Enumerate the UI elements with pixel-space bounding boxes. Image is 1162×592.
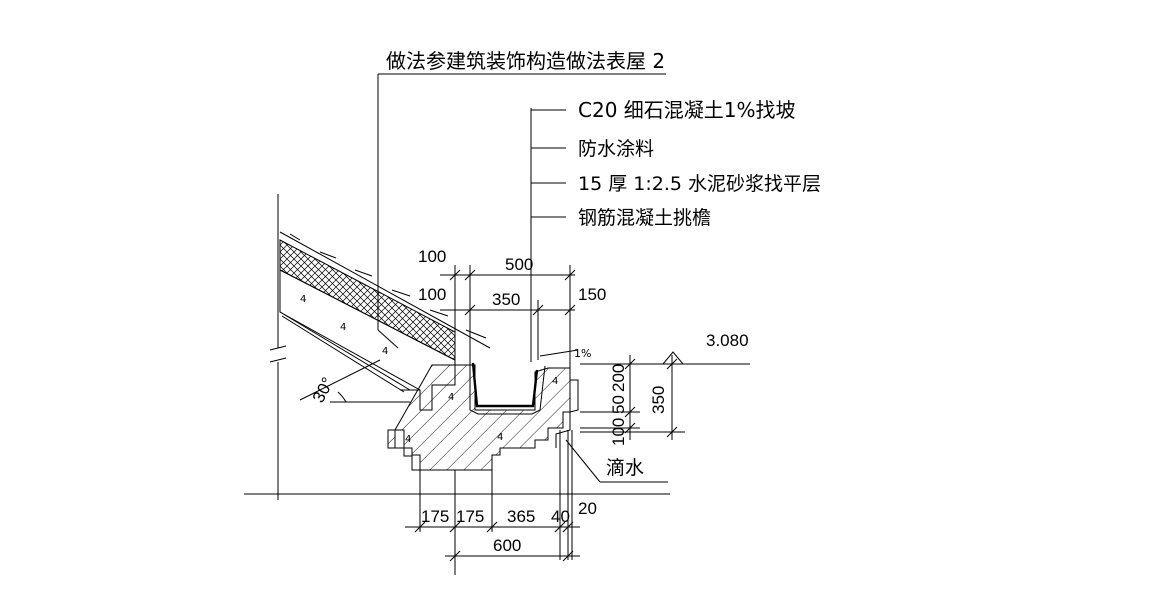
dim-right-100: 100 [609, 418, 628, 446]
dim-right-200: 200 [609, 364, 628, 392]
layer-note-1: C20 细石混凝土1%找坡 [578, 98, 796, 122]
layer-callout-leader [530, 108, 566, 362]
dim-slope: 1% [574, 347, 591, 360]
angle-marker [299, 359, 410, 403]
layer-note-2: 防水涂料 [578, 138, 654, 160]
dim-elevation: 3.080 [706, 331, 749, 350]
dim-top-500: 500 [505, 255, 533, 274]
svg-text:4: 4 [552, 376, 558, 387]
dim-top-100-b: 100 [418, 285, 446, 304]
top-dimension-lines [440, 265, 579, 368]
reference-leader [377, 73, 666, 349]
dim-right-350: 350 [649, 386, 668, 414]
drip-note: 滴水 [606, 457, 644, 479]
svg-text:4: 4 [340, 322, 346, 333]
dim-top-150: 150 [578, 285, 606, 304]
reference-note: 做法参建筑装饰构造做法表屋 2 [386, 49, 665, 73]
gutter-concrete-body: 4 4 4 4 [387, 360, 579, 494]
dim-bottom-175-a: 175 [421, 507, 449, 526]
svg-text:4: 4 [300, 294, 306, 305]
wall-and-ground-lines [244, 194, 670, 500]
dim-right-50: 50 [609, 395, 628, 414]
dim-bottom-20: 20 [578, 499, 597, 518]
bottom-dimension-lines [405, 430, 580, 575]
dim-bottom-365: 365 [507, 507, 535, 526]
sloped-roof-tiles: 4 4 4 [279, 231, 491, 411]
layer-note-4: 钢筋混凝土挑檐 [578, 207, 711, 229]
layer-note-3: 15 厚 1:2.5 水泥砂浆找平层 [578, 173, 821, 195]
svg-text:4: 4 [405, 434, 411, 445]
dim-angle: 30° [309, 374, 338, 406]
svg-text:4: 4 [497, 432, 503, 443]
dim-bottom-175-b: 175 [456, 507, 484, 526]
svg-text:4: 4 [448, 392, 454, 403]
dim-bottom-40: 40 [551, 507, 570, 526]
dim-top-100-a: 100 [418, 247, 446, 266]
right-dimension-lines [580, 351, 750, 440]
svg-text:4: 4 [382, 346, 388, 357]
dim-bottom-600: 600 [493, 536, 521, 555]
dim-top-350: 350 [492, 290, 520, 309]
